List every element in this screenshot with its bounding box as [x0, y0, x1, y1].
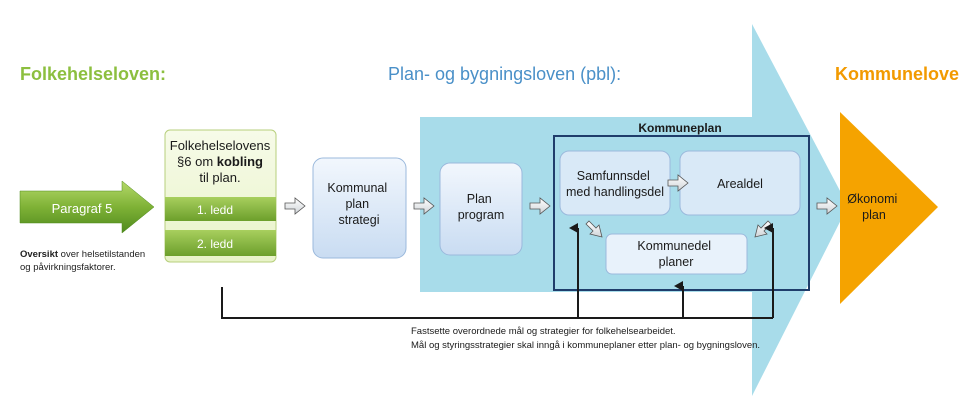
samfunnsdel-text: Samfunnsdel med handlingsdel	[566, 169, 664, 199]
okonomi-text: Økonomi plan	[847, 192, 901, 222]
paragraf-label: Paragraf 5	[52, 201, 113, 216]
header-pbl: Plan- og bygningsloven (pbl):	[388, 64, 621, 84]
oversikt-bold: Oversikt	[20, 249, 59, 260]
samfunnsdel-line2: med handlingsdel	[566, 185, 664, 199]
okonomi-line1: Økonomi	[847, 192, 897, 206]
ledd2-bar	[165, 230, 276, 256]
kommunedel-line2: planer	[659, 255, 694, 269]
kommunedel-text: Kommunedel planer	[637, 239, 714, 269]
fh-line2-bold: kobling	[217, 154, 263, 169]
note-line2: Mål og styringsstrategier skal inngå i k…	[411, 340, 760, 351]
kommunal-planstrategi-box	[312, 157, 407, 259]
strategi-line2: plan	[345, 197, 369, 211]
ledd1-bar	[165, 197, 276, 221]
fh-line2-pre: §6 om	[177, 154, 217, 169]
ledd1-label: 1. ledd	[197, 203, 233, 217]
header-kommuneloven: Kommuneloven:	[835, 64, 960, 84]
flow-arrow-strategi-to-program	[413, 197, 435, 215]
feedback-baseline	[221, 287, 773, 319]
feedback-lines	[221, 223, 774, 319]
samfunnsdel-line1: Samfunnsdel	[577, 169, 650, 183]
planprogram-box	[439, 162, 523, 256]
strategi-line1: Kommunal	[327, 181, 387, 195]
flow-arrow-fh-to-strategi	[284, 197, 306, 215]
paragraf-arrow	[19, 180, 155, 234]
fh-line1: Folkehelselovens	[170, 138, 271, 153]
kommunedel-box	[605, 233, 748, 275]
header-folkehelseloven: Folkehelseloven:	[20, 64, 166, 84]
program-line2: program	[458, 208, 505, 222]
note-line1: Fastsette overordnede mål og strategier …	[411, 326, 676, 337]
program-line1: Plan	[467, 192, 492, 206]
oversikt-rest: over helsetilstanden	[58, 249, 145, 260]
kommunedel-line1: Kommunedel	[637, 239, 711, 253]
ledd2-label: 2. ledd	[197, 237, 233, 251]
flow-arrow-kommuneplan-to-okonomi	[816, 197, 838, 215]
fh-line2: §6 om kobling	[177, 154, 263, 169]
flow-arrow-program-to-kommuneplan	[529, 197, 551, 215]
okonomi-line2: plan	[862, 208, 886, 222]
arealdel-label: Arealdel	[717, 177, 763, 191]
strategi-text: Kommunal plan strategi	[327, 181, 390, 227]
oversikt-text: Oversikt over helsetilstanden og påvirkn…	[20, 249, 148, 273]
flow-arrow-samfunn-to-areal	[667, 174, 689, 192]
kommuneloven-arrow	[840, 112, 938, 304]
flow-arrow-samfunn-to-kommunedel	[585, 220, 603, 238]
kommuneplan-title: Kommuneplan	[638, 121, 721, 135]
strategi-line3: strategi	[339, 213, 380, 227]
program-text: Plan program	[458, 192, 505, 222]
samfunnsdel-box	[559, 150, 671, 216]
oversikt-line2: og påvirkningsfaktorer.	[20, 262, 116, 273]
folkehelse-kobling-box	[164, 129, 277, 263]
fh-line3: til plan.	[199, 170, 240, 185]
